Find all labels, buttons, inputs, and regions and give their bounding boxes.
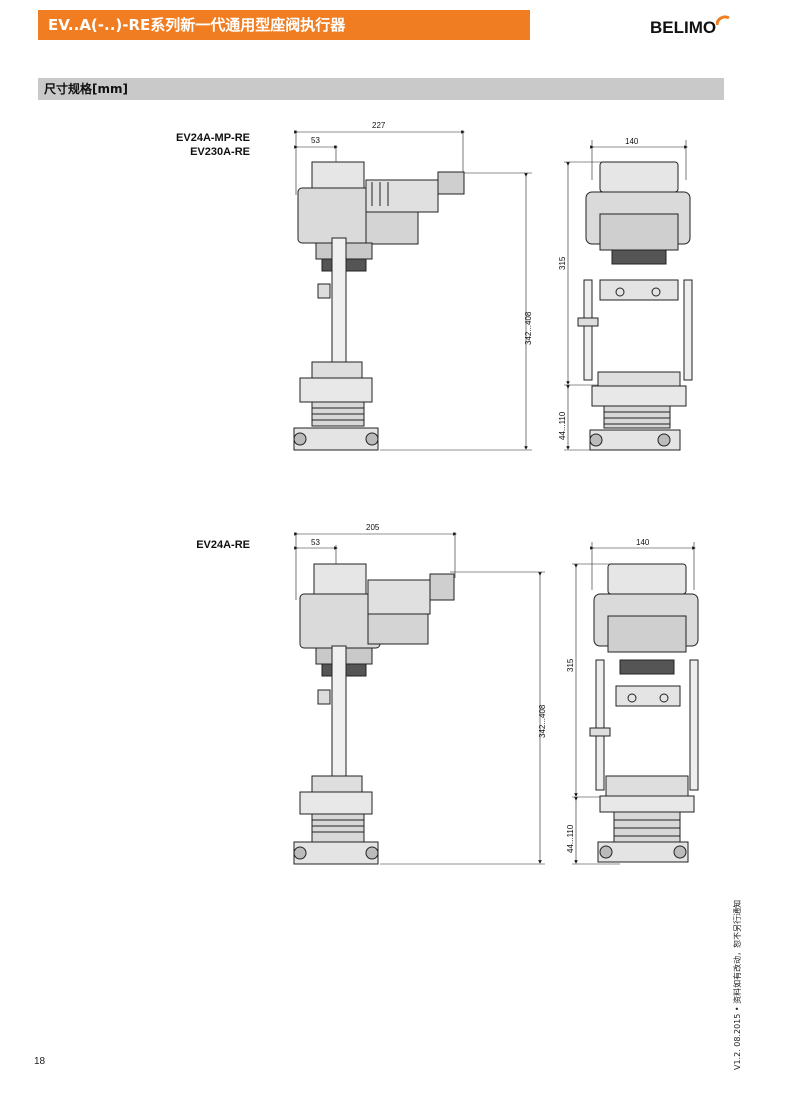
front-view-2 bbox=[572, 542, 699, 865]
section-title: 尺寸规格[mm] bbox=[38, 78, 724, 100]
model-label-group-2: EV24A-RE bbox=[196, 538, 250, 552]
dim-height-range: 342...408 bbox=[524, 311, 533, 345]
model-label: EV230A-RE bbox=[190, 146, 250, 158]
dim-lower-range-2: 44...110 bbox=[566, 824, 575, 853]
side-view-1 bbox=[293, 130, 532, 451]
dim-front-width: 140 bbox=[625, 137, 639, 146]
dim-offset-2: 53 bbox=[311, 538, 320, 547]
page-number: 18 bbox=[34, 1056, 46, 1067]
dim-total-width-2: 205 bbox=[366, 523, 380, 532]
belimo-logo: BELIMO bbox=[650, 14, 730, 40]
version-note: V1.2. 08.2015 • 资料如有改动，恕不另行通知 bbox=[733, 899, 742, 1070]
logo-arc-icon bbox=[716, 15, 730, 26]
dim-lower-range: 44...110 bbox=[558, 411, 567, 440]
dim-total-width: 227 bbox=[372, 121, 386, 130]
model-label-group-1: EV24A-MP-RE EV230A-RE bbox=[176, 131, 250, 159]
logo-text: BELIMO bbox=[650, 18, 717, 37]
dim-offset: 53 bbox=[311, 136, 320, 145]
dim-upper-height: 315 bbox=[558, 256, 567, 270]
model-label: EV24A-RE bbox=[196, 539, 250, 551]
dim-height-range-2: 342...408 bbox=[538, 704, 547, 738]
document-title: EV..A(-..)-RE系列新一代通用型座阀执行器 bbox=[38, 10, 530, 40]
model-label: EV24A-MP-RE bbox=[176, 132, 250, 144]
front-view-1 bbox=[564, 140, 693, 451]
dim-upper-height-2: 315 bbox=[566, 658, 575, 672]
side-view-2 bbox=[293, 532, 545, 865]
dim-front-width-2: 140 bbox=[636, 538, 650, 547]
